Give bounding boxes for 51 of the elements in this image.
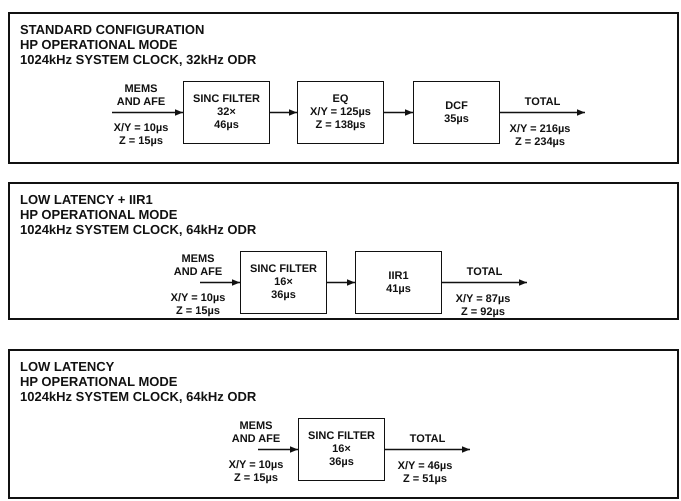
- arrow: [384, 109, 413, 116]
- arrow: [112, 109, 183, 116]
- edge-label: MEMS AND AFE: [116, 82, 166, 108]
- panel-heading: HP OPERATIONAL MODE: [20, 374, 178, 389]
- edge-label: TOTAL: [466, 266, 502, 278]
- panel-heading: 1024kHz SYSTEM CLOCK, 64kHz ODR: [20, 389, 256, 404]
- process-box: [355, 251, 442, 314]
- block-value: 41µs: [385, 282, 412, 296]
- panel-heading: 1024kHz SYSTEM CLOCK, 32kHz ODR: [20, 52, 256, 67]
- block-value: X/Y = 125µs Z = 138µs: [309, 106, 372, 132]
- panel-frame: [8, 182, 679, 320]
- arrow: [385, 446, 470, 453]
- timing-note: X/Y = 216µs Z = 234µs: [508, 123, 572, 149]
- panel-heading: STANDARD CONFIGURATION: [20, 22, 206, 37]
- arrow: [442, 279, 527, 286]
- block-value: 16× 36µs: [328, 443, 355, 469]
- timing-note: X/Y = 87µs Z = 92µs: [454, 293, 512, 319]
- process-box: [240, 251, 327, 314]
- block-value: 35µs: [443, 112, 470, 126]
- block-value: 32× 46µs: [213, 106, 240, 132]
- edge-label: TOTAL: [524, 96, 560, 108]
- edge-label: MEMS AND AFE: [230, 420, 282, 446]
- timing-note: X/Y = 46µs Z = 51µs: [396, 460, 454, 486]
- timing-note: X/Y = 10µs Z = 15µs: [228, 459, 284, 485]
- panel-frame: [8, 12, 679, 164]
- arrow: [200, 279, 240, 286]
- process-box: [297, 81, 384, 144]
- process-box: [298, 418, 385, 481]
- edge-label: MEMS AND AFE: [172, 252, 224, 278]
- block-title: EQ: [332, 93, 348, 106]
- block-title: SINC FILTER: [250, 263, 317, 276]
- block-value: 16× 36µs: [270, 276, 297, 302]
- block-title: SINC FILTER: [192, 93, 260, 106]
- block-title: IIR1: [388, 270, 409, 282]
- panel-frame: [8, 349, 679, 499]
- panel-heading: LOW LATENCY: [20, 359, 116, 374]
- panel-heading: HP OPERATIONAL MODE: [20, 207, 178, 222]
- panel-heading: LOW LATENCY + IIR1: [20, 192, 154, 207]
- panel-heading: 1024kHz SYSTEM CLOCK, 64kHz ODR: [20, 222, 256, 237]
- arrow: [270, 109, 297, 116]
- timing-note: X/Y = 10µs Z = 15µs: [112, 122, 170, 148]
- block-title: DCF: [445, 100, 468, 112]
- timing-note: X/Y = 10µs Z = 15µs: [170, 292, 226, 318]
- block-title: SINC FILTER: [308, 430, 375, 443]
- arrow: [327, 279, 355, 286]
- arrow: [500, 109, 585, 116]
- arrow: [258, 446, 298, 453]
- process-box: [413, 81, 500, 144]
- edge-label: TOTAL: [410, 432, 446, 446]
- process-box: [183, 81, 270, 144]
- panel-heading: HP OPERATIONAL MODE: [20, 37, 178, 52]
